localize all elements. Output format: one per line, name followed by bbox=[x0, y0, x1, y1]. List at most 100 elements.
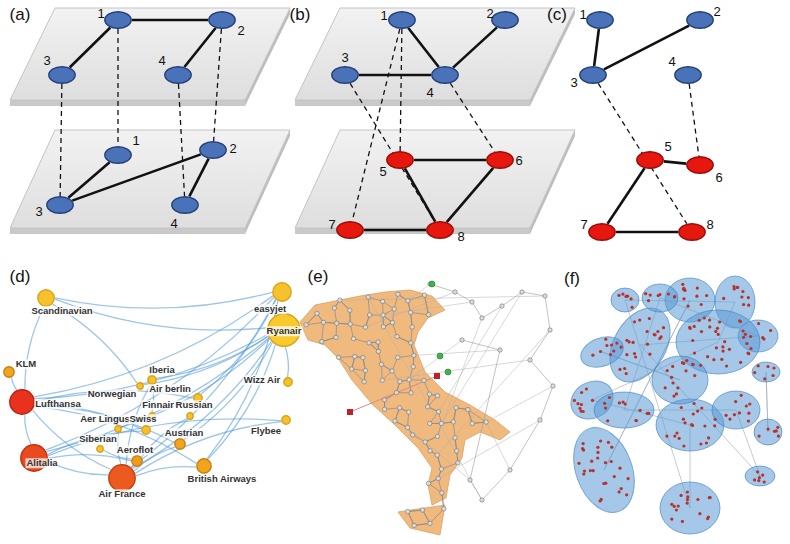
node-circle bbox=[141, 425, 151, 435]
station-dot bbox=[543, 294, 547, 298]
cluster-ellipse bbox=[745, 466, 775, 486]
cluster-ellipse bbox=[611, 288, 639, 312]
member-dot bbox=[693, 374, 696, 377]
node-circle bbox=[199, 141, 227, 159]
node-label: Norwegian bbox=[87, 389, 138, 399]
route-curve bbox=[131, 465, 133, 467]
member-dot bbox=[714, 418, 717, 421]
station-dot bbox=[376, 340, 380, 344]
network-link bbox=[450, 83, 494, 151]
route-link bbox=[25, 415, 31, 445]
member-dot bbox=[736, 286, 739, 289]
member-dot bbox=[670, 376, 673, 379]
route-link bbox=[131, 465, 133, 467]
plane bbox=[295, 130, 575, 228]
member-dot bbox=[580, 403, 583, 406]
station-dot bbox=[538, 418, 542, 422]
interlayer-link bbox=[689, 84, 699, 156]
node-circle bbox=[96, 445, 104, 453]
network-link bbox=[414, 160, 486, 161]
station-dot bbox=[480, 316, 484, 320]
station-dot bbox=[453, 290, 457, 294]
station-dot bbox=[382, 398, 386, 402]
layer-plane bbox=[10, 8, 575, 234]
network-node: 1 bbox=[104, 146, 132, 164]
node-circle bbox=[586, 11, 614, 29]
station-dot bbox=[363, 368, 367, 372]
node-label: Swiss bbox=[129, 414, 158, 424]
panel-label: (b) bbox=[290, 6, 311, 23]
member-dot bbox=[748, 402, 751, 405]
member-dot bbox=[736, 286, 739, 289]
node-circle bbox=[3, 366, 15, 378]
station-dot bbox=[409, 391, 413, 395]
node-shape bbox=[387, 152, 413, 168]
node-shape bbox=[132, 456, 142, 466]
member-dot bbox=[625, 372, 628, 375]
member-dot bbox=[682, 362, 685, 365]
rail-links bbox=[306, 284, 553, 525]
node-label: 6 bbox=[515, 154, 522, 167]
member-dot bbox=[776, 426, 779, 429]
route-curve bbox=[184, 343, 272, 440]
station-dot bbox=[394, 390, 398, 394]
node-shape bbox=[187, 413, 193, 419]
member-dot bbox=[691, 363, 694, 366]
station-dot bbox=[321, 320, 325, 324]
node-circle bbox=[196, 458, 212, 474]
node-shape bbox=[580, 67, 606, 83]
member-dot bbox=[631, 306, 634, 309]
member-dot bbox=[628, 340, 631, 343]
node-label: Finnair bbox=[141, 400, 175, 410]
station-dot bbox=[480, 498, 484, 502]
member-dot bbox=[624, 295, 627, 298]
station-dot bbox=[427, 392, 431, 396]
member-dot bbox=[622, 401, 625, 404]
node-circle bbox=[131, 455, 143, 467]
member-dot bbox=[758, 476, 761, 479]
node-circle bbox=[486, 151, 514, 169]
node-shape bbox=[137, 383, 143, 389]
node-circle bbox=[426, 221, 454, 239]
node-circle bbox=[331, 66, 359, 84]
member-dot bbox=[678, 437, 681, 440]
station-dot bbox=[453, 436, 457, 440]
member-dot bbox=[635, 419, 638, 422]
member-dot bbox=[693, 352, 696, 355]
node-shape bbox=[49, 67, 75, 83]
node-label: easyjet bbox=[253, 304, 287, 314]
cluster-ellipse bbox=[642, 284, 678, 312]
network-node: 3 bbox=[579, 66, 607, 84]
network-node: Lufthansa bbox=[9, 389, 35, 415]
member-dot bbox=[738, 319, 741, 322]
air-link bbox=[368, 297, 482, 500]
route-curve bbox=[25, 415, 31, 445]
station-dot bbox=[428, 521, 432, 525]
rail-link bbox=[411, 313, 429, 315]
member-dot bbox=[606, 419, 609, 422]
node-label: 2 bbox=[713, 5, 720, 18]
node-circle bbox=[431, 66, 459, 84]
plane-edge bbox=[295, 100, 530, 106]
member-dot bbox=[608, 396, 611, 399]
node-shape bbox=[197, 459, 211, 473]
station-dot bbox=[508, 468, 512, 472]
station-dot bbox=[390, 320, 394, 324]
member-dot bbox=[684, 369, 687, 372]
station-dot bbox=[420, 508, 424, 512]
node-label: Flybee bbox=[250, 426, 282, 436]
network-node: Ryanair bbox=[267, 313, 301, 347]
network-node: 7 bbox=[336, 221, 364, 239]
network-link bbox=[350, 83, 435, 221]
node-shape bbox=[38, 290, 54, 306]
station-dot bbox=[470, 421, 474, 425]
member-dot bbox=[703, 424, 706, 427]
air-link bbox=[439, 306, 502, 412]
member-dot bbox=[627, 477, 630, 480]
intralayer-link bbox=[70, 28, 111, 68]
network-node: Air France bbox=[108, 464, 136, 492]
air-link bbox=[545, 296, 550, 330]
member-dot bbox=[577, 462, 580, 465]
station-dot bbox=[409, 341, 413, 345]
member-dot bbox=[612, 349, 615, 352]
